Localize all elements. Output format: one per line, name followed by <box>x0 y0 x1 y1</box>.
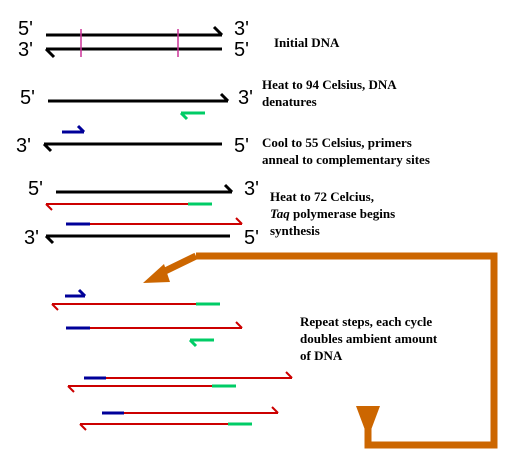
annealing-strand <box>42 124 222 153</box>
caption-line: Heat to 72 Celcius, <box>270 189 374 204</box>
template-strand-bottom-hook <box>44 234 55 245</box>
five-prime-label: 5' <box>234 39 249 61</box>
three-prime-label: 3' <box>234 18 249 40</box>
new-strand-hook <box>285 371 293 379</box>
five-prime-label: 5' <box>18 18 33 40</box>
caption-initial: Initial DNA <box>274 34 339 51</box>
extension-strands <box>44 183 243 245</box>
caption-extension: Heat to 72 Celcius, Taq polymerase begin… <box>270 188 395 239</box>
caption-line: Taq polymerase begins <box>270 205 395 222</box>
caption-line: anneal to complementary sites <box>262 152 430 167</box>
caption-line: synthesis <box>270 223 320 238</box>
caption-line: doubles ambient amount <box>300 331 438 346</box>
new-strand-hook <box>235 217 243 225</box>
cycle-arrow <box>143 252 498 449</box>
cycle-path-lead <box>159 252 198 277</box>
three-prime-label: 3' <box>18 39 33 61</box>
caption-line: Cool to 55 Celsius, primers <box>262 135 412 150</box>
template-strand-hook <box>42 142 53 153</box>
template-strand-hook <box>219 92 230 103</box>
new-strand-hook <box>235 321 243 329</box>
bottom-strand-hook <box>44 47 56 59</box>
forward-primer-hook <box>77 288 87 298</box>
new-strand-hook <box>45 203 53 211</box>
three-prime-label: 3' <box>24 227 39 249</box>
reverse-primer-hook <box>179 111 189 121</box>
three-prime-label: 3' <box>16 135 31 157</box>
new-strand-hook <box>67 385 75 393</box>
five-prime-label: 5' <box>234 135 249 157</box>
five-prime-label: 5' <box>20 87 35 109</box>
caption-line: Heat to 94 Celsius, DNA <box>262 77 397 92</box>
cycle-arrowhead-bottom <box>356 406 380 438</box>
taq-term: Taq <box>270 206 290 221</box>
reverse-primer-hook <box>188 338 198 348</box>
three-prime-label: 3' <box>244 178 259 200</box>
denatured-strand <box>48 92 230 121</box>
new-strand-hook <box>271 406 279 414</box>
caption-repeat: Repeat steps, each cycle doubles ambient… <box>300 313 437 364</box>
caption-line: Repeat steps, each cycle <box>300 314 433 329</box>
initial-dna <box>44 25 224 59</box>
caption-initial-text: Initial DNA <box>274 35 340 50</box>
five-prime-label: 5' <box>28 178 43 200</box>
five-prime-label: 5' <box>244 227 259 249</box>
caption-line: of DNA <box>300 348 343 363</box>
cycle-arrowhead-top <box>143 264 170 283</box>
top-strand-hook <box>212 25 224 37</box>
template-strand-top-hook <box>223 183 234 194</box>
repeated-products <box>51 288 293 431</box>
three-prime-label: 3' <box>238 87 253 109</box>
caption-line: denatures <box>262 94 317 109</box>
new-strand-hook <box>51 303 59 311</box>
caption-line-rest: polymerase begins <box>289 206 396 221</box>
caption-denature: Heat to 94 Celsius, DNA denatures <box>262 76 397 110</box>
forward-primer-hook <box>76 124 86 134</box>
caption-anneal: Cool to 55 Celsius, primers anneal to co… <box>262 134 430 168</box>
new-strand-hook <box>79 423 87 431</box>
